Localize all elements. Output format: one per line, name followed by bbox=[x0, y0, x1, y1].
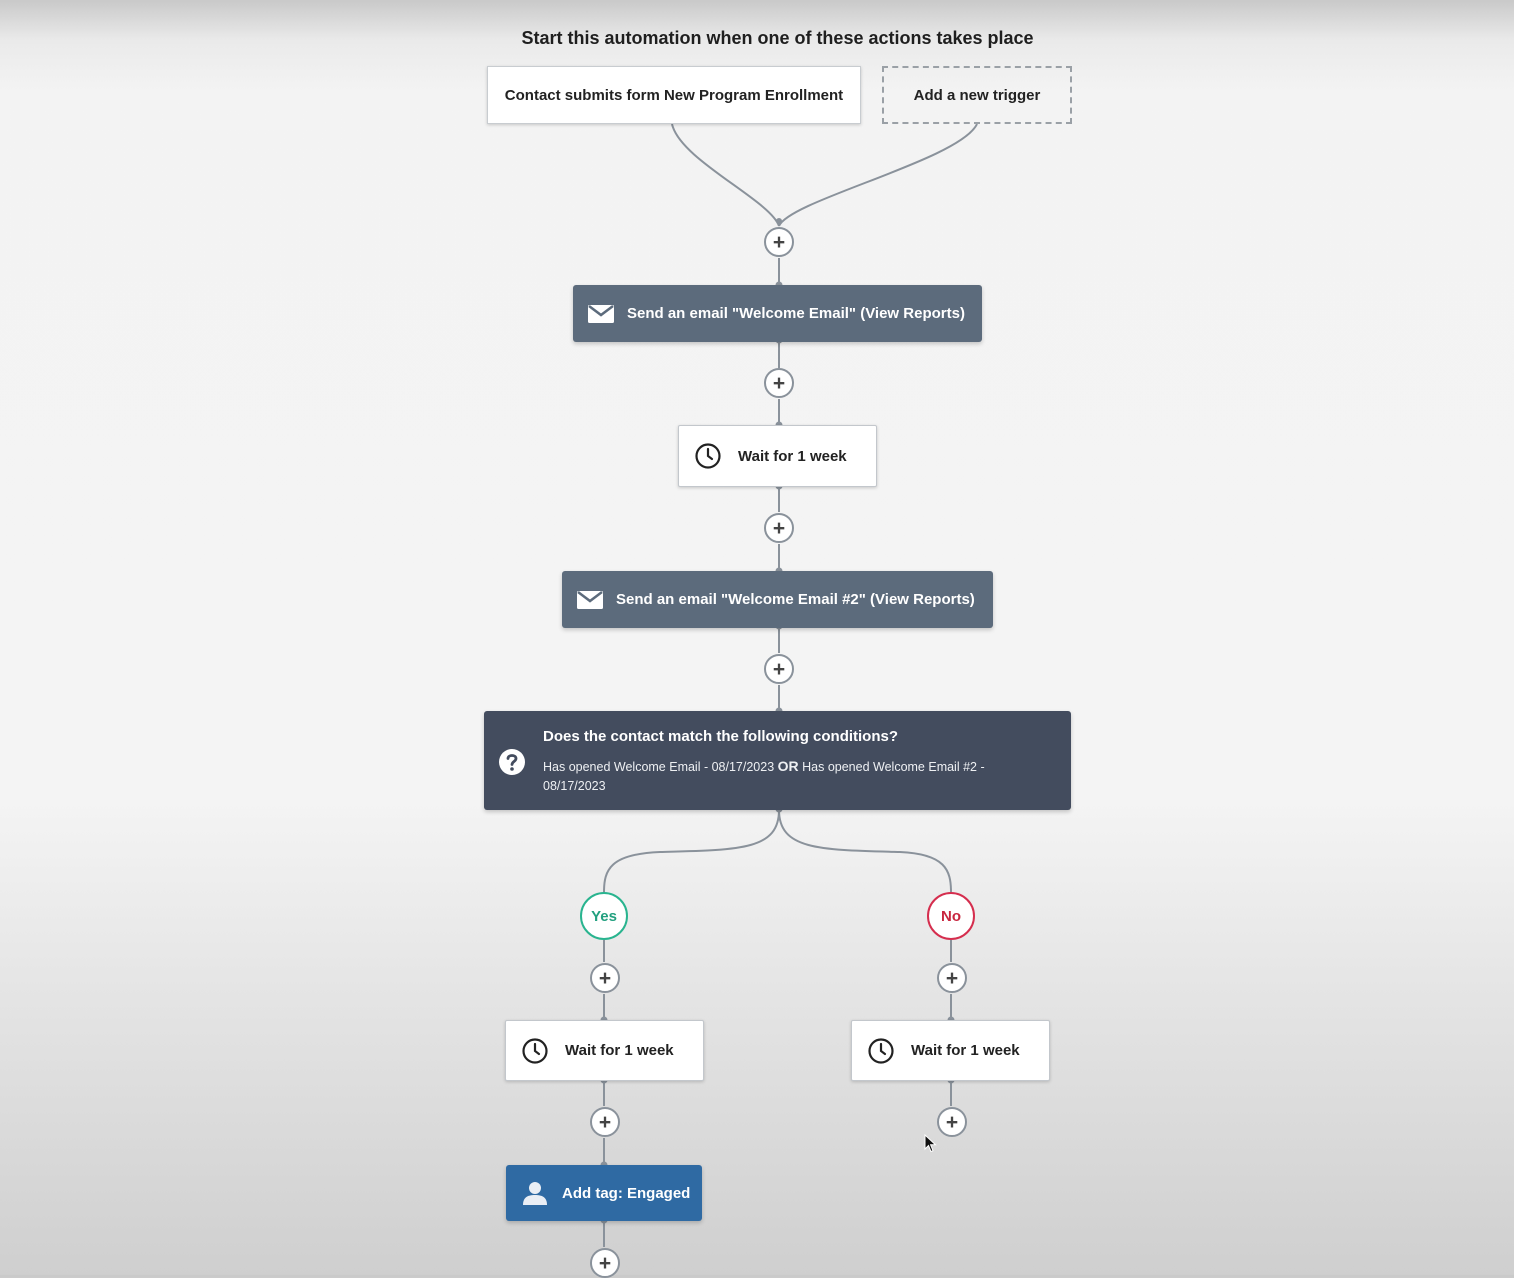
condition-operator: OR bbox=[777, 758, 799, 774]
wait-label: Wait for 1 week bbox=[565, 1042, 674, 1059]
add-step-button[interactable]: + bbox=[590, 963, 620, 993]
add-step-button[interactable]: + bbox=[590, 1248, 620, 1278]
wait-label: Wait for 1 week bbox=[738, 447, 847, 465]
clock-icon bbox=[522, 1037, 548, 1064]
no-branch-connector bbox=[778, 809, 952, 893]
send-email-label: Send an email "Welcome Email" (View Repo… bbox=[627, 305, 965, 322]
trigger-connector-left bbox=[671, 123, 780, 227]
trigger-form-submit[interactable]: Contact submits form New Program Enrollm… bbox=[487, 66, 861, 124]
add-tag-label: Add tag: Engaged bbox=[562, 1184, 691, 1202]
add-step-button[interactable]: + bbox=[764, 368, 794, 398]
condition-clause: Has opened Welcome Email #2 - 08/17/2023 bbox=[543, 760, 985, 793]
add-step-button[interactable]: + bbox=[764, 227, 794, 257]
condition-clause: Has opened Welcome Email - 08/17/2023 bbox=[543, 760, 775, 774]
trigger-heading: Start this automation when one of these … bbox=[521, 28, 1034, 48]
no-label: No bbox=[941, 907, 961, 925]
send-email-step[interactable]: Send an email "Welcome Email #2" (View R… bbox=[562, 571, 993, 628]
add-trigger-label: Add a new trigger bbox=[913, 86, 1041, 104]
condition-description: Has opened Welcome Email - 08/17/2023 OR… bbox=[543, 757, 1043, 796]
trigger-label: Contact submits form New Program Enrollm… bbox=[504, 86, 844, 104]
mouse-cursor-icon bbox=[924, 1134, 937, 1153]
yes-branch-badge: Yes bbox=[580, 892, 628, 940]
condition-step[interactable]: Does the contact match the following con… bbox=[484, 711, 1071, 810]
add-step-button[interactable]: + bbox=[937, 1107, 967, 1137]
clock-icon bbox=[868, 1037, 894, 1064]
clock-icon bbox=[695, 443, 721, 469]
send-email-step[interactable]: Send an email "Welcome Email" (View Repo… bbox=[573, 285, 982, 342]
add-step-button[interactable]: + bbox=[764, 654, 794, 684]
envelope-icon bbox=[577, 590, 603, 609]
wait-step[interactable]: Wait for 1 week bbox=[678, 425, 877, 487]
question-icon bbox=[499, 749, 525, 775]
add-step-button[interactable]: + bbox=[590, 1107, 620, 1137]
send-email-label: Send an email "Welcome Email #2" (View R… bbox=[616, 591, 975, 608]
add-step-button[interactable]: + bbox=[937, 963, 967, 993]
condition-title: Does the contact match the following con… bbox=[543, 728, 899, 745]
add-trigger-button[interactable]: Add a new trigger bbox=[882, 66, 1072, 124]
wait-step-yes[interactable]: Wait for 1 week bbox=[505, 1020, 704, 1081]
envelope-icon bbox=[588, 304, 614, 323]
user-icon bbox=[523, 1182, 547, 1205]
no-branch-badge: No bbox=[927, 892, 975, 940]
trigger-connector-right bbox=[778, 123, 978, 227]
yes-branch-connector bbox=[603, 809, 780, 893]
wait-label: Wait for 1 week bbox=[911, 1042, 1020, 1059]
wait-step-no[interactable]: Wait for 1 week bbox=[851, 1020, 1050, 1081]
yes-label: Yes bbox=[591, 907, 617, 925]
add-step-button[interactable]: + bbox=[764, 513, 794, 543]
add-tag-step[interactable]: Add tag: Engaged bbox=[506, 1165, 702, 1221]
